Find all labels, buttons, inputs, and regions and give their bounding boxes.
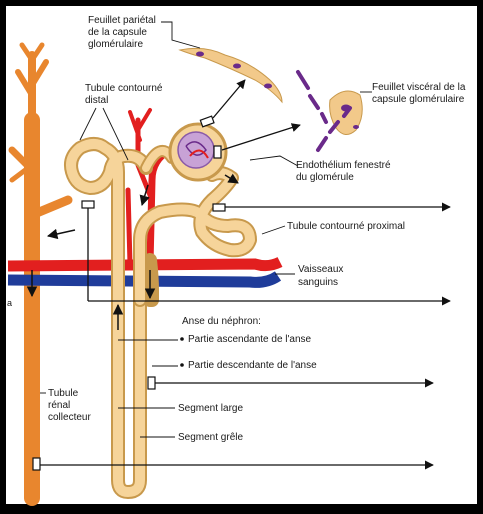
parietal-label-line2: de la capsule bbox=[88, 27, 147, 38]
edge-fragment-label: a bbox=[7, 298, 12, 308]
visceral-label-line1: Feuillet viscéral de la bbox=[372, 82, 466, 93]
visceral-label-line2: capsule glomérulaire bbox=[372, 94, 465, 105]
collecting-label-line1: Tubule bbox=[48, 388, 79, 399]
segment-thin-label: Segment grêle bbox=[178, 432, 243, 443]
distal-label-line1: Tubule contourné bbox=[85, 83, 163, 94]
parietal-label-line3: glomérulaire bbox=[88, 39, 143, 50]
loop-title: Anse du néphron: bbox=[182, 316, 261, 327]
endothelium-label-line1: Endothélium fenestré bbox=[296, 160, 391, 171]
vessels-label-line2: sanguins bbox=[298, 277, 338, 288]
bullet-descending bbox=[180, 363, 184, 367]
loop-ascending-label: Partie ascendante de l'anse bbox=[188, 334, 312, 345]
segment-large-label: Segment large bbox=[178, 403, 243, 414]
parietal-label-line1: Feuillet pariétal bbox=[88, 15, 156, 26]
distal-label-line2: distal bbox=[85, 95, 108, 106]
collecting-label-line2: rénal bbox=[48, 400, 70, 411]
loop-descending-label: Partie descendante de l'anse bbox=[188, 360, 317, 371]
collecting-label-line3: collecteur bbox=[48, 412, 91, 423]
bullet-ascending bbox=[180, 337, 184, 341]
endothelium-label-line2: du glomérule bbox=[296, 172, 354, 183]
vessels-label-line1: Vaisseaux bbox=[298, 264, 343, 275]
proximal-label: Tubule contourné proximal bbox=[287, 221, 405, 232]
